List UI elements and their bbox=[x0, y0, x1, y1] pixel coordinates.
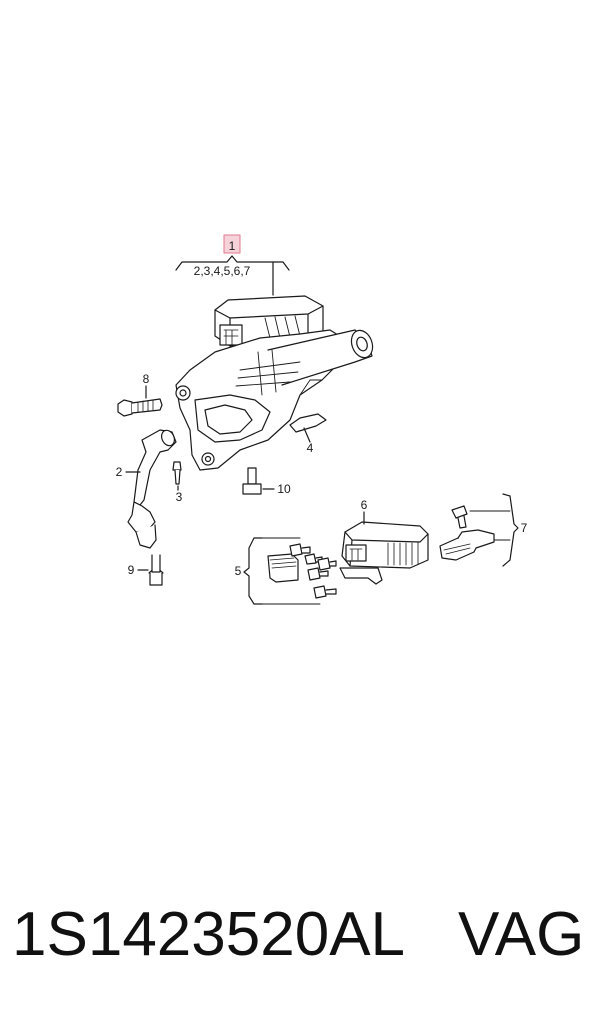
callout-4: 4 bbox=[307, 441, 314, 455]
callout-1-highlight bbox=[223, 234, 241, 254]
callout-4-leader bbox=[303, 427, 311, 443]
bolt-10 bbox=[242, 467, 275, 495]
connector-7 bbox=[439, 529, 495, 561]
bracket-7 bbox=[502, 493, 519, 567]
group-7 bbox=[439, 493, 519, 567]
screw-5e bbox=[313, 585, 337, 599]
callout-1-sub: 2,3,4,5,6,7 bbox=[194, 264, 251, 278]
callout-6: 6 bbox=[361, 498, 368, 512]
brand-label: VAG bbox=[458, 900, 585, 969]
callout-1: 1 bbox=[229, 239, 236, 253]
footer: 1S1423520AL VAG bbox=[0, 890, 600, 980]
screw-5d bbox=[307, 567, 329, 581]
callout-5: 5 bbox=[235, 564, 242, 578]
callout-9: 9 bbox=[128, 563, 135, 577]
callout-10: 10 bbox=[277, 482, 291, 496]
screw-5c bbox=[317, 557, 337, 571]
bracket-5 bbox=[243, 537, 263, 605]
bolt-8 bbox=[117, 385, 163, 417]
callout-2: 2 bbox=[116, 465, 123, 479]
control-unit bbox=[339, 511, 429, 585]
callout-1-bracket bbox=[175, 255, 290, 271]
screw-5a bbox=[289, 543, 311, 557]
bolt-9 bbox=[137, 554, 164, 586]
steering-column-diagram: 1 2,3,4,5,6,7 8 4 2 3 10 6 7 5 9 bbox=[116, 234, 528, 605]
callout-7: 7 bbox=[521, 521, 528, 535]
callout-8: 8 bbox=[143, 372, 150, 386]
callout-1-group bbox=[175, 234, 290, 296]
intermediate-shaft bbox=[125, 429, 177, 549]
callout-3: 3 bbox=[176, 490, 183, 504]
screw-3 bbox=[172, 461, 182, 491]
screw-7 bbox=[451, 505, 468, 529]
group-5 bbox=[243, 537, 337, 605]
steering-column-assembly bbox=[175, 295, 374, 471]
part-number: 1S1423520AL bbox=[12, 900, 406, 969]
